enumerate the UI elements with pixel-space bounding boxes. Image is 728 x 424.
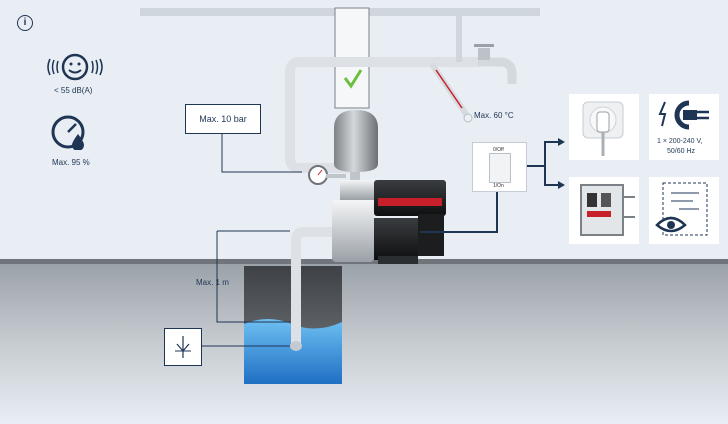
water-level-symbol [164, 328, 202, 366]
noise-label: < 55 dB(A) [54, 86, 93, 95]
pump-head [340, 180, 374, 200]
motor-red-band [378, 198, 442, 206]
power-spec-tile: 1 × 200-240 V, 50/60 Hz [649, 94, 719, 160]
thermometer-bulb [463, 113, 473, 123]
tap-spout [478, 57, 517, 84]
smiley-sound-icon [47, 53, 103, 81]
fuse-box-tile [569, 177, 639, 244]
wiring-diagram-tile [649, 177, 719, 244]
suction-pipe [291, 227, 332, 345]
well-water [244, 319, 342, 384]
check-icon [343, 69, 363, 89]
wall-socket-icon [582, 101, 624, 156]
pipe-hanger [456, 16, 462, 62]
efficiency-label: Max. 95 % [52, 158, 90, 167]
motor [374, 218, 418, 260]
pressure-tank [334, 110, 378, 172]
thermometer-red [435, 69, 463, 109]
wall-socket-tile [569, 94, 639, 160]
foot-valve [290, 341, 302, 351]
arrow-right-icon [558, 138, 565, 146]
delivery-pipe [285, 57, 478, 183]
plug-power-icon [658, 100, 709, 130]
suction-depth-label: Max. 1 m [196, 278, 229, 287]
temperature-label: Max. 60 °C [474, 111, 514, 120]
ground [0, 262, 728, 424]
power-label-line1: 1 × 200-240 V, [657, 138, 703, 145]
power-cable [420, 190, 498, 233]
info-circle-icon[interactable]: i [17, 15, 33, 31]
gauge-drop-icon [51, 115, 85, 150]
arrow-right-icon [558, 181, 565, 189]
switch-off-label: 0/Off [493, 147, 504, 153]
pressure-callout: Max. 10 bar [185, 104, 261, 134]
tap-handle [474, 44, 494, 47]
pump-body [332, 200, 374, 262]
tap-valve [478, 48, 490, 60]
power-label-line2: 50/60 Hz [667, 148, 696, 155]
wiring-diagram-eye-icon [655, 182, 708, 236]
depth-leader [216, 231, 290, 323]
fuse-box-icon [580, 184, 635, 236]
pressure-leader [221, 133, 302, 173]
on-off-switch[interactable]: 0/Off 1/On [472, 142, 527, 192]
switch-on-label: 1/On [493, 183, 504, 189]
